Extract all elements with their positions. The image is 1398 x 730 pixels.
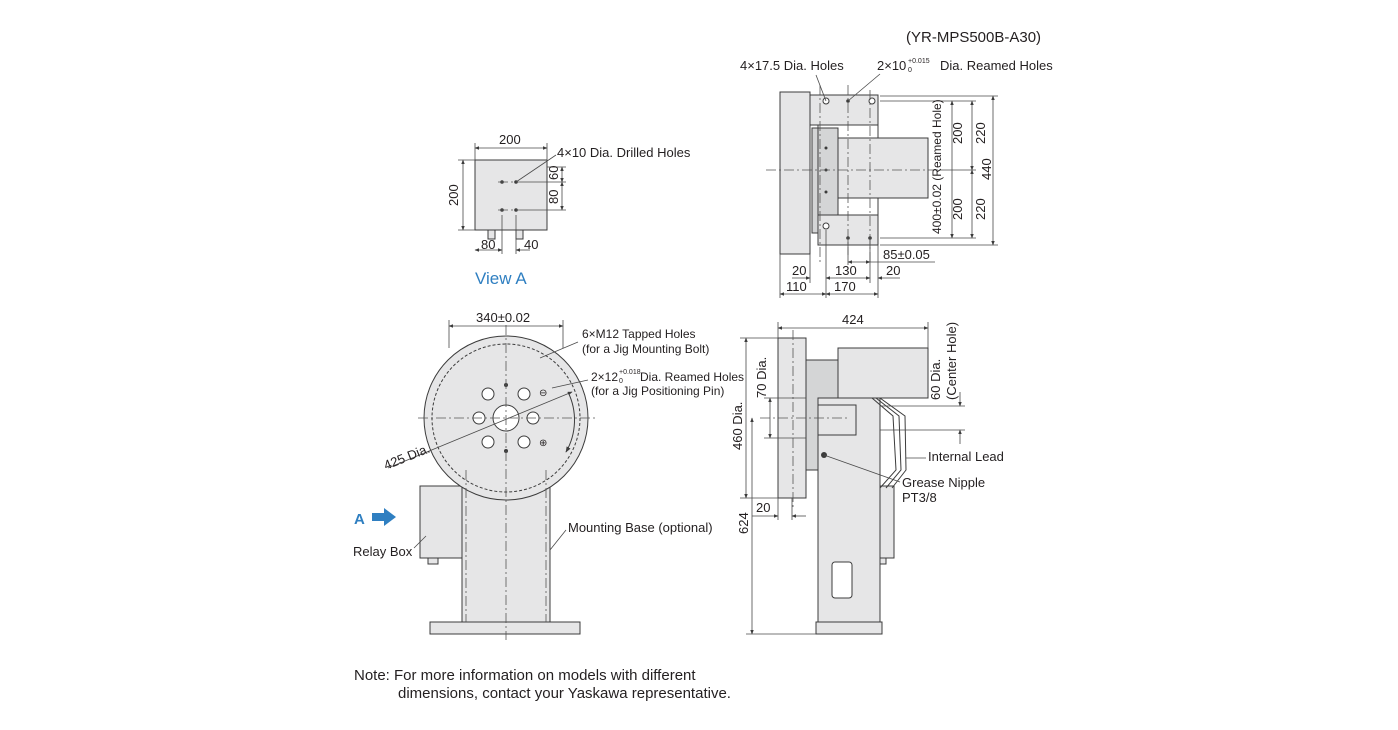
internal-lead-label: Internal Lead bbox=[928, 449, 1004, 464]
front-view-pin-tol-lower: 0 bbox=[619, 378, 623, 385]
side-view-access-panel bbox=[831, 561, 853, 599]
top-view-hole-2 bbox=[868, 97, 876, 105]
top-view-dim-20-left: 20 bbox=[792, 263, 806, 278]
side-view-dia-60: 60 Dia. bbox=[928, 359, 943, 400]
side-view-motor bbox=[837, 347, 929, 399]
top-view-hole-3 bbox=[822, 222, 830, 230]
grease-nipple-label: Grease Nipple bbox=[902, 475, 985, 490]
side-view-dim-424: 424 bbox=[842, 312, 864, 327]
side-view-dia-70: 70 Dia. bbox=[754, 357, 769, 398]
top-view-dim-reamed: 400±0.02 (Reamed Hole) bbox=[930, 99, 944, 234]
top-view-table bbox=[779, 91, 811, 255]
front-view-pin-suffix: Dia. Reamed Holes bbox=[640, 370, 744, 384]
top-view-dim-440: 440 bbox=[979, 158, 994, 180]
front-view-tapped-holes: 6×M12 Tapped Holes bbox=[582, 327, 696, 341]
top-view-reamed-prefix: 2×10 bbox=[877, 58, 906, 73]
top-view-dim-110: 110 bbox=[786, 279, 807, 294]
top-view-dim-170: 170 bbox=[834, 279, 856, 294]
top-view-reamed-tol-lower: 0 bbox=[908, 67, 912, 74]
note-line-1: Note: For more information on models wit… bbox=[354, 667, 696, 684]
top-view-bracket bbox=[809, 94, 879, 126]
side-view-dim-624: 624 bbox=[736, 512, 751, 534]
view-a-dim-80-h: 80 bbox=[481, 237, 495, 252]
front-view: ⊖ ⊕ 340±0.02 6×M12 Tapped Holes (for a J… bbox=[353, 310, 744, 640]
note-line-2: dimensions, contact your Yaskawa represe… bbox=[398, 685, 731, 702]
relay-box-label: Relay Box bbox=[353, 544, 413, 559]
front-view-dim-340: 340±0.02 bbox=[476, 310, 530, 325]
view-a-dim-40: 40 bbox=[524, 237, 538, 252]
view-a-plate bbox=[474, 159, 548, 231]
view-a-dim-60: 60 bbox=[546, 166, 561, 180]
side-view: 424 70 Dia. 460 Dia. 60 Dia. (Center Hol… bbox=[730, 312, 1004, 635]
svg-text:⊕: ⊕ bbox=[539, 438, 547, 449]
top-view-reamed-suffix: Dia. Reamed Holes bbox=[940, 58, 1053, 73]
view-a-caption: View A bbox=[475, 269, 527, 288]
front-view-tapped-note: (for a Jig Mounting Bolt) bbox=[582, 342, 709, 356]
top-view-dim-200-top: 200 bbox=[950, 122, 965, 144]
top-view-dim-220-top: 220 bbox=[973, 122, 988, 144]
front-view-foot bbox=[429, 621, 581, 635]
top-view: 4×17.5 Dia. Holes 2×10 +0.015 0 Dia. Rea… bbox=[740, 58, 1053, 298]
top-view-reamed-tol-upper: +0.015 bbox=[908, 58, 930, 65]
view-a-arrow-label: A bbox=[354, 511, 365, 528]
view-a-arrow-icon bbox=[372, 508, 396, 526]
side-view-center-hole: (Center Hole) bbox=[944, 322, 959, 400]
top-view-dim-85: 85±0.05 bbox=[883, 247, 930, 262]
view-a-holes-label: 4×10 Dia. Drilled Holes bbox=[557, 145, 691, 160]
front-view-pin-tol-upper: +0.018 bbox=[619, 369, 641, 376]
front-view-pin-note: (for a Jig Positioning Pin) bbox=[591, 384, 724, 398]
front-view-tapped-hole-1 bbox=[481, 387, 495, 401]
top-view-dim-20-right: 20 bbox=[886, 263, 900, 278]
side-view-foot bbox=[815, 621, 883, 635]
front-view-tapped-hole-5 bbox=[481, 435, 495, 449]
top-view-dim-200-bottom: 200 bbox=[950, 198, 965, 220]
model-label: (YR-MPS500B-A30) bbox=[906, 29, 1041, 46]
view-a-dim-80-v: 80 bbox=[546, 190, 561, 204]
mounting-base-label: Mounting Base (optional) bbox=[568, 520, 713, 535]
front-view-dia-425: 425 Dia. bbox=[382, 441, 433, 473]
front-view-tapped-hole-6 bbox=[517, 435, 531, 449]
front-view-tapped-hole-2 bbox=[517, 387, 531, 401]
front-view-pin-prefix: 2×12 bbox=[591, 370, 618, 384]
top-view-dim-130: 130 bbox=[835, 263, 857, 278]
view-a-width-dim: 200 bbox=[499, 132, 521, 147]
side-view-dim-20: 20 bbox=[756, 500, 770, 515]
view-a-boss-left bbox=[487, 229, 496, 240]
top-view-dim-220-bottom: 220 bbox=[973, 198, 988, 220]
view-a-boss-right bbox=[515, 229, 524, 240]
relay-box-shape bbox=[419, 485, 463, 559]
grease-size-label: PT3/8 bbox=[902, 490, 937, 505]
view-a: 200 200 60 80 80 40 4×10 Dia. Drilled Ho… bbox=[446, 132, 691, 288]
svg-text:⊖: ⊖ bbox=[539, 388, 547, 399]
side-view-relay-box bbox=[879, 485, 895, 559]
top-view-holes-175: 4×17.5 Dia. Holes bbox=[740, 58, 844, 73]
view-a-height-dim: 200 bbox=[446, 184, 461, 206]
top-view-motor bbox=[837, 137, 929, 199]
side-view-dia-460: 460 Dia. bbox=[730, 402, 745, 450]
